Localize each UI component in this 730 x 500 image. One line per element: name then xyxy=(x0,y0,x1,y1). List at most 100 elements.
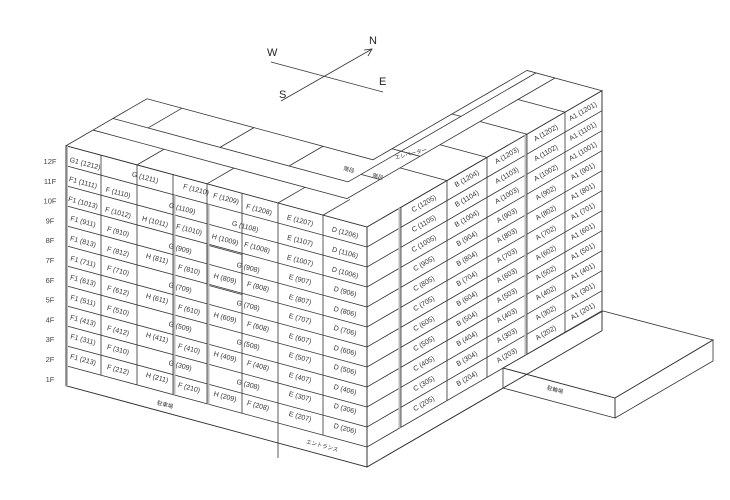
unit-label: D (606) xyxy=(333,345,357,358)
unit-label: F (612) xyxy=(106,285,130,298)
compass-north-arrow-icon xyxy=(363,48,373,57)
compass: N E S W xyxy=(267,35,386,102)
unit-label: H (211) xyxy=(145,372,169,385)
unit-label: H (611) xyxy=(145,293,169,306)
right-floor-line xyxy=(366,290,603,428)
left-floor-line xyxy=(65,365,368,448)
roof-room-divider xyxy=(517,99,566,113)
unit-label: D (406) xyxy=(333,384,357,397)
unit-label: H (609) xyxy=(213,312,237,325)
floor-label: 12F xyxy=(44,157,57,166)
unit-label: B (604) xyxy=(455,291,478,309)
unit-label: E (707) xyxy=(288,313,312,326)
floor-label: 4F xyxy=(46,315,55,324)
unit-label: C (1005) xyxy=(411,234,438,254)
right-floor-line xyxy=(366,110,603,248)
unit-label: F (808) xyxy=(246,281,270,294)
parking-label: 駐車場 xyxy=(156,399,174,411)
roof-room-divider xyxy=(219,127,255,148)
unit-label: B (204) xyxy=(455,371,478,389)
compass-south-north-axis xyxy=(280,48,373,102)
unit-label: F1 (213) xyxy=(69,354,96,368)
building-structure xyxy=(64,70,715,468)
unit-label: H (411) xyxy=(145,332,169,345)
unit-label: A1 (301) xyxy=(570,282,597,301)
unit-label: C (505) xyxy=(412,335,436,353)
unit-label: F (212) xyxy=(106,364,130,377)
roof-stair-divider xyxy=(360,173,381,180)
left-floor-line xyxy=(65,205,368,288)
unit-label: A1 (701) xyxy=(570,202,597,221)
floor-label: 2F xyxy=(46,355,55,364)
roof-elevator-divider xyxy=(400,150,421,157)
unit-label: F (710) xyxy=(106,265,130,278)
unit-label: H (209) xyxy=(213,391,237,404)
roof-room-divider xyxy=(206,167,235,185)
unit-label: E (407) xyxy=(288,372,312,385)
unit-label: D (706) xyxy=(333,325,357,338)
unit-label: E (607) xyxy=(288,333,312,346)
unit-label: A1 (601) xyxy=(570,222,597,241)
right-floor-line xyxy=(366,250,603,388)
roof-stairs-label: 階段 xyxy=(343,164,356,175)
roof-room-divider xyxy=(277,186,306,204)
unit-label: G (508) xyxy=(236,339,261,352)
right-floor-line xyxy=(366,230,603,368)
floor-label: 8F xyxy=(46,236,55,245)
unit-label: C (1105) xyxy=(411,215,438,234)
unit-label: C (605) xyxy=(412,315,436,333)
roof-room-divider xyxy=(451,113,462,117)
roof xyxy=(64,70,604,228)
right-floor-line xyxy=(366,150,603,288)
unit-label: C (405) xyxy=(412,355,436,373)
unit-label: F1 (711) xyxy=(69,256,96,269)
floor-label: 9F xyxy=(46,216,55,225)
unit-label: D (306) xyxy=(333,403,357,416)
bicycle-parking-roof xyxy=(501,310,715,399)
unit-label: F (910) xyxy=(106,226,130,239)
unit-label: F1 (1111) xyxy=(68,176,98,190)
unit-label: A1 (501) xyxy=(570,242,597,261)
compass-west-label: W xyxy=(267,47,278,59)
unit-label: F (208) xyxy=(246,400,270,413)
unit-label: A1 (1201) xyxy=(568,101,598,122)
unit-label: B (704) xyxy=(455,271,478,289)
roof-room-divider xyxy=(439,144,488,158)
unit-label: A1 (1101) xyxy=(568,121,598,142)
floor-label: 10F xyxy=(44,197,57,206)
floor-label: 5F xyxy=(46,296,55,305)
unit-label: F (510) xyxy=(106,305,130,318)
right-floor-line xyxy=(366,170,603,308)
unit-label: F (410) xyxy=(177,343,201,356)
unit-label: G (309) xyxy=(168,360,193,373)
compass-north-label: N xyxy=(369,35,377,47)
unit-label: G (1108) xyxy=(231,220,259,234)
unit-label: G (709) xyxy=(168,282,193,295)
left-floor-line xyxy=(65,285,368,368)
unit-label: F (812) xyxy=(106,246,130,259)
unit-label: G1 (1212) xyxy=(69,157,101,172)
unit-label: G (708) xyxy=(236,300,261,313)
roof-room-divider xyxy=(322,199,351,216)
roof-room-divider xyxy=(147,107,183,129)
roof-corridor-line xyxy=(112,118,349,183)
left-floor-line xyxy=(65,225,368,308)
left-floor-line xyxy=(65,305,368,388)
floor-label: 7F xyxy=(46,256,55,265)
unit-label: F (408) xyxy=(246,360,270,373)
right-floor-line xyxy=(366,130,603,268)
roof-room-divider xyxy=(399,167,448,181)
unit-label: F (412) xyxy=(106,325,130,338)
compass-west-east-axis xyxy=(270,61,384,93)
left-floor-line xyxy=(65,325,368,408)
bicycle-parking-label: 駐輪場 xyxy=(546,384,564,396)
unit-label: A (1102) xyxy=(533,144,559,163)
right-floor-line xyxy=(366,270,603,408)
roof-room-divider xyxy=(288,145,324,167)
unit-label: B (504) xyxy=(455,311,478,329)
unit-label: G (509) xyxy=(168,321,193,334)
unit-label: D (506) xyxy=(333,364,357,377)
unit-label: C (905) xyxy=(412,255,436,273)
